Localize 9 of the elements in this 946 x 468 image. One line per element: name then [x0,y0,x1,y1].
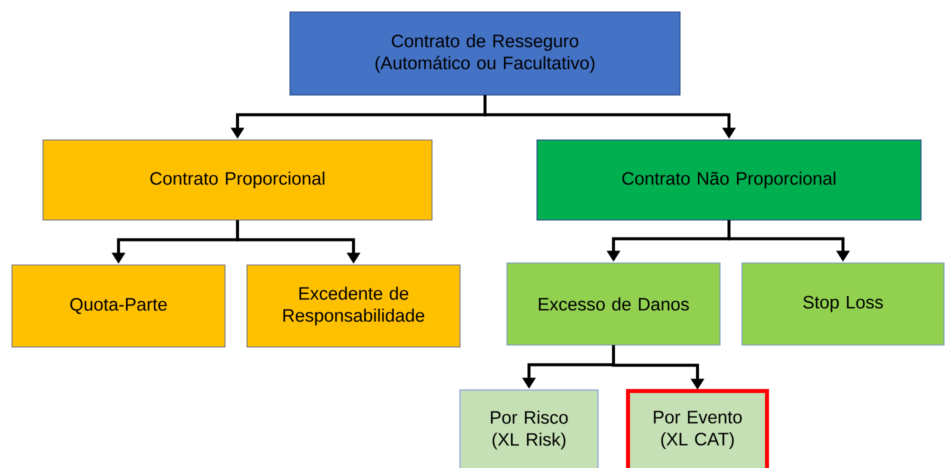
process-box: Excesso de Danos [506,262,720,346]
process-box: Contrato de Resseguro (Automático ou Facultativo) [290,12,680,96]
highlighted-box: Por Evento (XL CAT) [626,389,769,468]
process-box: Excedente de Responsabilidade [246,264,460,348]
process-box: Stop Loss [742,262,944,346]
process-box: Contrato Não Proporcional [536,140,922,220]
process-box: Quota-Parte [12,264,226,348]
process-box: Por Risco (XL Risk) [459,389,599,468]
process-box: Contrato Proporcional [42,140,432,220]
